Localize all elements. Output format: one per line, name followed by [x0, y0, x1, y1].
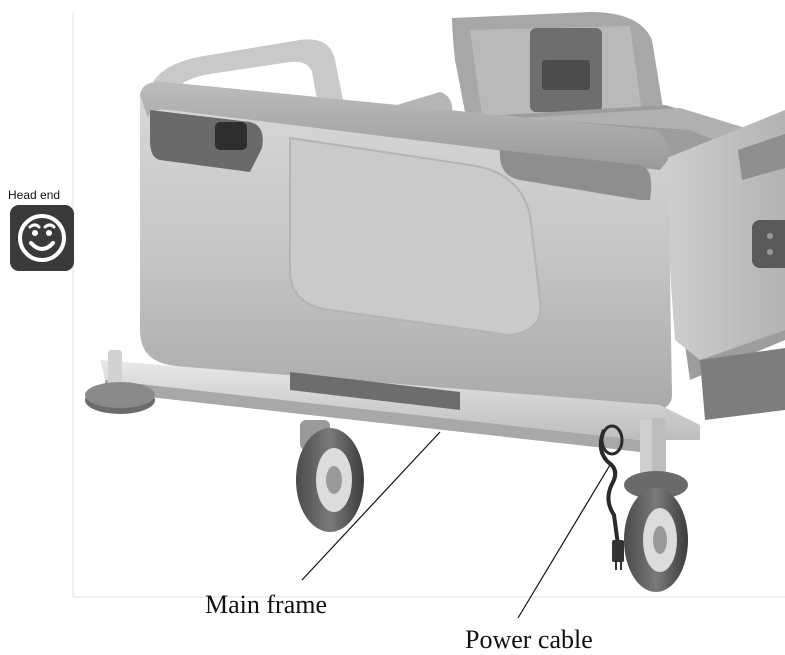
- power-cable-coil: [598, 424, 624, 570]
- leader-line-main-frame: [301, 431, 441, 581]
- head-end-badge: [10, 205, 74, 271]
- smiley-face-icon: [18, 214, 66, 262]
- main-frame-label: Main frame: [205, 590, 328, 619]
- footboard-panel: [140, 81, 672, 412]
- headboard: [452, 12, 665, 138]
- side-rail-right: [662, 110, 785, 360]
- head-end-label: Head end: [8, 188, 61, 202]
- caster-left: [296, 420, 364, 532]
- caster-right: [624, 471, 688, 592]
- leader-line-power-cable: [517, 464, 611, 619]
- power-cable-label: Power cable: [465, 625, 593, 654]
